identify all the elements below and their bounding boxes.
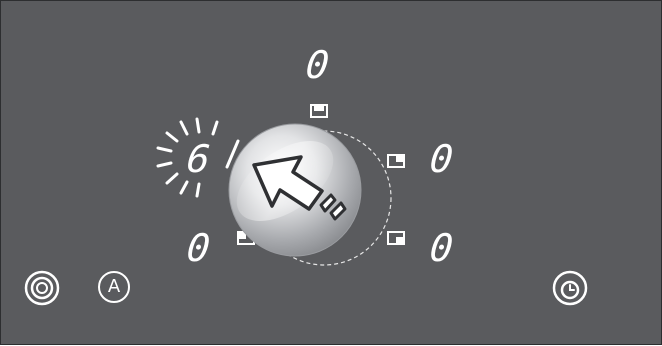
a-letter-icon: A bbox=[107, 276, 121, 297]
zone-bottom-right-indicator[interactable] bbox=[387, 231, 405, 245]
arrow-icon bbox=[252, 155, 347, 221]
zone-right-indicator[interactable] bbox=[387, 154, 405, 168]
concentric-rings-icon bbox=[24, 270, 60, 306]
clock-icon bbox=[552, 270, 588, 306]
auto-button[interactable]: A bbox=[98, 271, 130, 303]
zone-top-indicator[interactable] bbox=[310, 104, 328, 118]
